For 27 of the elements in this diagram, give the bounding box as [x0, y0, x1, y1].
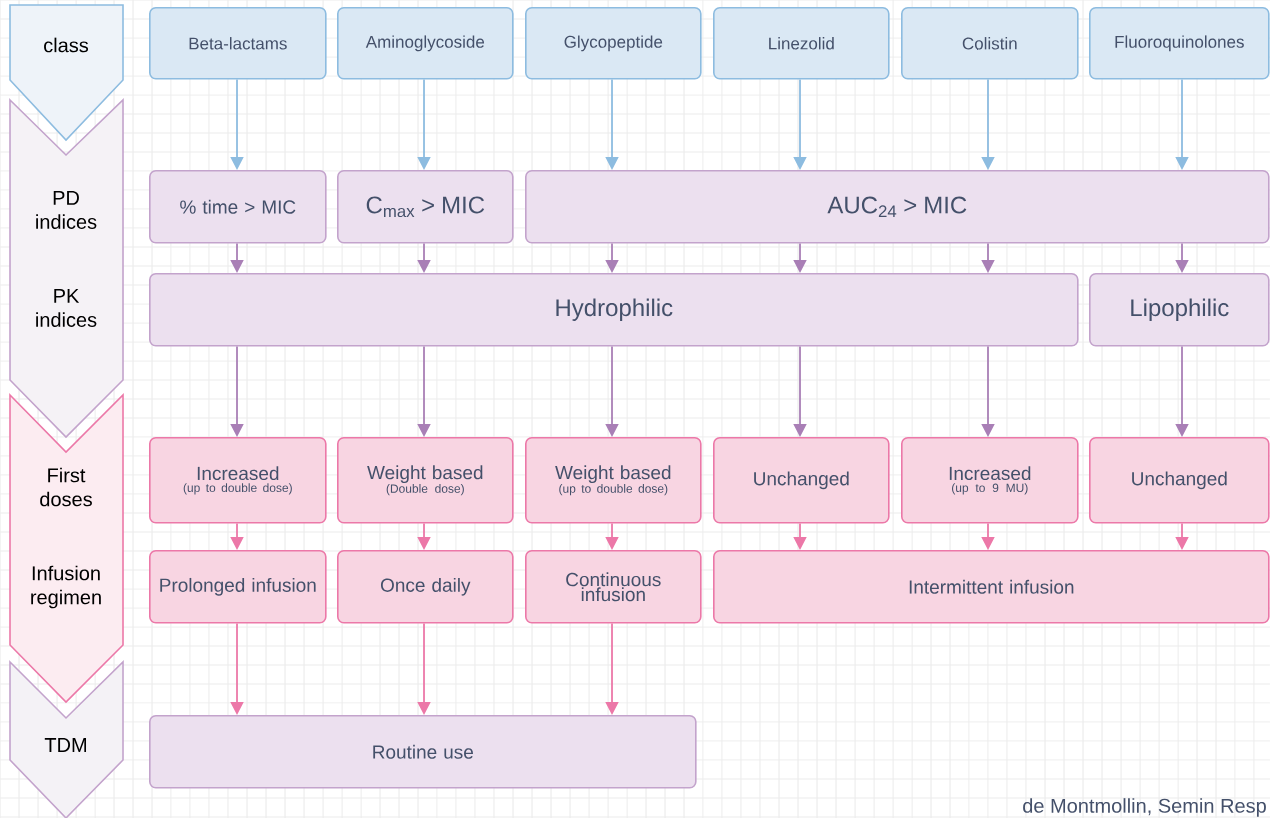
dose-box: Increased (up to 9 MU) [901, 437, 1079, 524]
tdm-box: Routine use [149, 715, 697, 789]
dose-box: Unchanged [713, 437, 890, 524]
stage-band: TDM [9, 660, 124, 818]
citation: de Montmollin, Semin Resp [1023, 798, 1266, 817]
stage-band: class [9, 4, 124, 142]
property-box: Hydrophilic [149, 273, 1079, 347]
property-box: Lipophilic [1089, 273, 1270, 347]
class-box: Aminoglycoside [337, 7, 514, 80]
dose-box: Weight based (up to double dose) [525, 437, 702, 524]
regimen-box: Once daily [337, 550, 514, 624]
regimen-box: Prolonged infusion [149, 550, 327, 624]
dose-box: Weight based (Double dose) [337, 437, 514, 524]
class-box: Glycopeptide [525, 7, 702, 80]
class-box: Linezolid [713, 7, 890, 80]
stage-band: PD indices PK indices [9, 98, 124, 439]
index-box: C$_{max}$ > MIC [337, 170, 514, 244]
regimen-box: Continuous infusion [525, 550, 702, 624]
class-box: Fluoroquinolones [1089, 7, 1270, 80]
dose-box: Increased (up to double dose) [149, 437, 327, 524]
stage-band: First doses Infusion regimen [9, 393, 124, 704]
regimen-box: Intermittent infusion [713, 550, 1270, 624]
index-box: AUC$_{24}$ > MIC [525, 170, 1270, 244]
class-box: Colistin [901, 7, 1079, 80]
index-box: % time > MIC [149, 170, 327, 244]
class-box: Beta-lactams [149, 7, 327, 80]
dose-box: Unchanged [1089, 437, 1270, 524]
